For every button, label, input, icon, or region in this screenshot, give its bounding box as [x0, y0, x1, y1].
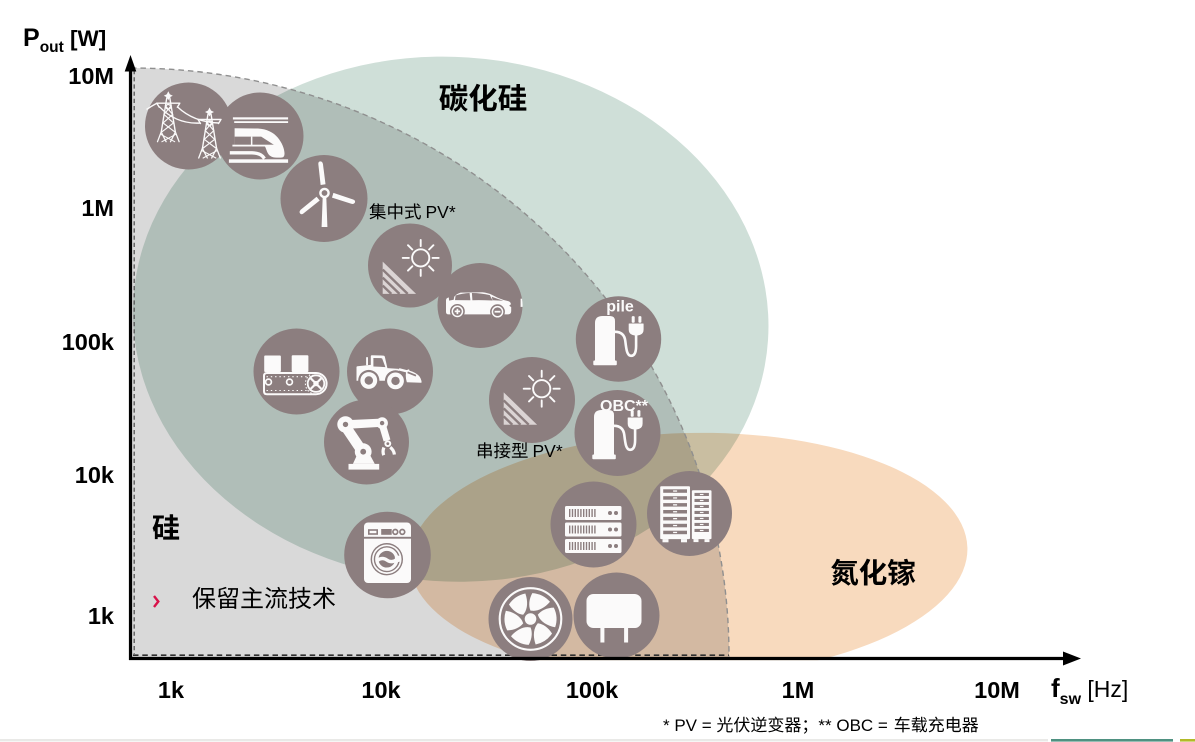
svg-text:1k: 1k	[158, 677, 185, 703]
svg-text:1k: 1k	[88, 603, 115, 629]
svg-text:** OBC =: ** OBC =	[818, 716, 888, 735]
svg-text:10k: 10k	[361, 677, 401, 703]
svg-text:Pout [W]: Pout [W]	[23, 24, 106, 56]
svg-text:10M: 10M	[68, 63, 114, 89]
svg-text:10M: 10M	[974, 677, 1020, 703]
svg-text:* PV =: * PV =	[663, 716, 712, 735]
svg-text:OBC**: OBC**	[600, 398, 649, 415]
svg-text:100k: 100k	[566, 677, 619, 703]
svg-text:1M: 1M	[782, 677, 815, 703]
svg-text:1M: 1M	[81, 195, 114, 221]
svg-text:100k: 100k	[62, 329, 115, 355]
svg-text:10k: 10k	[75, 462, 115, 488]
svg-text:pile: pile	[606, 298, 634, 315]
svg-text:PV*: PV*	[533, 441, 563, 461]
svg-text:PV*: PV*	[426, 202, 456, 222]
